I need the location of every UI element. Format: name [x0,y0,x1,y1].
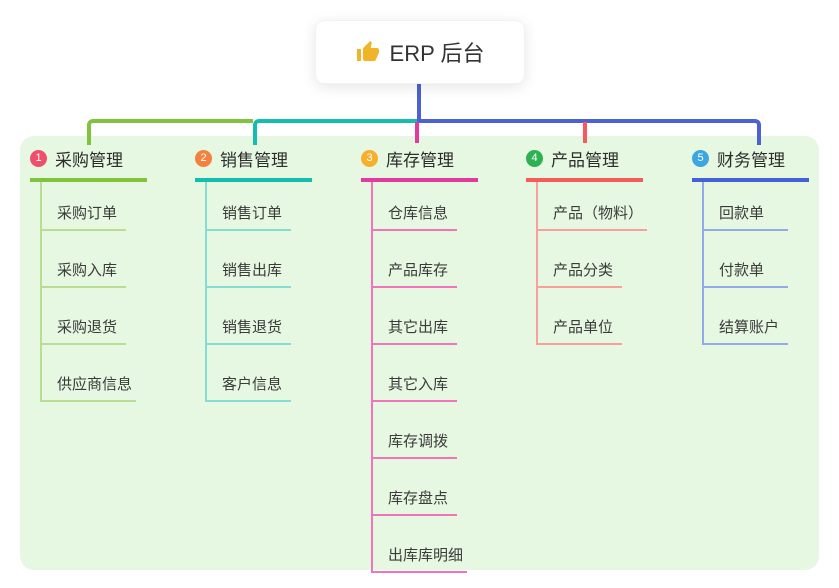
branch-children: 销售订单销售出库销售退货客户信息 [205,182,312,402]
child-node[interactable]: 销售出库 [207,231,291,288]
child-node[interactable]: 库存盘点 [373,459,457,516]
child-node-label: 结算账户 [719,319,780,336]
child-node-label: 仓库信息 [388,205,449,222]
connector-branch2 [253,119,419,145]
connector-branch3 [415,122,419,143]
child-node-label: 销售订单 [222,205,283,222]
child-node[interactable]: 销售订单 [207,182,291,231]
child-node[interactable]: 供应商信息 [42,345,137,402]
branch-4: 4 产品管理产品（物料） 产品分类产品单位 [526,146,648,345]
child-node[interactable]: 库存调拨 [373,402,457,459]
branch-children: 回款单付款单结算账户 [702,182,809,345]
branch-3: 3 库存管理仓库信息产品库存其它出库其它入库库存调拨库存盘点出库库明细 [361,146,478,573]
child-node-label: 采购入库 [57,262,118,279]
branch-label: 库存管理 [386,151,454,170]
branch-node[interactable]: 3 库存管理 [361,146,478,182]
child-node[interactable]: 其它出库 [373,288,457,345]
branch-2: 2 销售管理销售订单销售出库销售退货客户信息 [195,146,312,402]
branch-children: 采购订单采购入库采购退货供应商信息 [40,182,147,402]
branch-node[interactable]: 2 销售管理 [195,146,312,182]
child-node[interactable]: 采购退货 [42,288,126,345]
child-node[interactable]: 销售退货 [207,288,291,345]
child-node-label: 其它出库 [388,319,449,336]
child-node-label: 库存调拨 [388,433,449,450]
child-node-label: 供应商信息 [57,376,133,393]
child-node-label: 产品分类 [553,262,614,279]
thumbs-up-icon [356,40,380,64]
branch-children: 产品（物料） 产品分类产品单位 [536,182,648,345]
child-node[interactable]: 采购入库 [42,231,126,288]
child-node-label: 库存盘点 [388,490,449,507]
root-node-title: ERP 后台 [389,41,485,66]
child-node-label: 产品单位 [553,319,614,336]
child-node-label: 销售退货 [222,319,283,336]
branch-number-badge: 2 [195,150,212,167]
branch-label: 财务管理 [717,151,785,170]
child-node-label: 采购退货 [57,319,118,336]
child-node-label: 产品库存 [388,262,449,279]
mindmap-panel-background [20,136,819,570]
branch-number-badge: 4 [526,150,543,167]
branch-number-badge: 1 [30,150,47,167]
child-node[interactable]: 其它入库 [373,345,457,402]
child-node[interactable]: 出库库明细 [373,516,468,573]
child-node[interactable]: 采购订单 [42,182,126,231]
child-node[interactable]: 产品库存 [373,231,457,288]
child-node[interactable]: 结算账户 [704,288,788,345]
branch-label: 采购管理 [55,151,123,170]
branch-number-badge: 5 [692,150,709,167]
child-node[interactable]: 仓库信息 [373,182,457,231]
child-node[interactable]: 客户信息 [207,345,291,402]
branch-children: 仓库信息产品库存其它出库其它入库库存调拨库存盘点出库库明细 [371,182,478,573]
branch-node[interactable]: 1 采购管理 [30,146,147,182]
branch-1: 1 采购管理采购订单采购入库采购退货供应商信息 [30,146,147,402]
branch-label: 销售管理 [220,151,288,170]
connector-branch4 [583,122,587,143]
child-node[interactable]: 产品单位 [538,288,622,345]
child-node-label: 出库库明细 [388,547,464,564]
child-node[interactable]: 产品分类 [538,231,622,288]
root-node[interactable]: ERP 后台 [315,20,525,84]
child-node-label: 回款单 [719,205,765,222]
child-node-label: 其它入库 [388,376,449,393]
child-node[interactable]: 产品（物料） [538,182,648,231]
branch-number-badge: 3 [361,150,378,167]
child-node-label: 采购订单 [57,205,118,222]
branch-node[interactable]: 4 产品管理 [526,146,643,182]
connector-root [417,82,421,122]
connector-branch1 [87,119,253,145]
branch-5: 5 财务管理回款单付款单结算账户 [692,146,809,345]
child-node-label: 付款单 [719,262,765,279]
child-node-label: 客户信息 [222,376,283,393]
child-node[interactable]: 付款单 [704,231,788,288]
connector-branch5 [419,119,761,145]
child-node[interactable]: 回款单 [704,182,788,231]
child-node-label: 产品（物料） [553,205,644,222]
branch-node[interactable]: 5 财务管理 [692,146,809,182]
child-node-label: 销售出库 [222,262,283,279]
branch-label: 产品管理 [551,151,619,170]
